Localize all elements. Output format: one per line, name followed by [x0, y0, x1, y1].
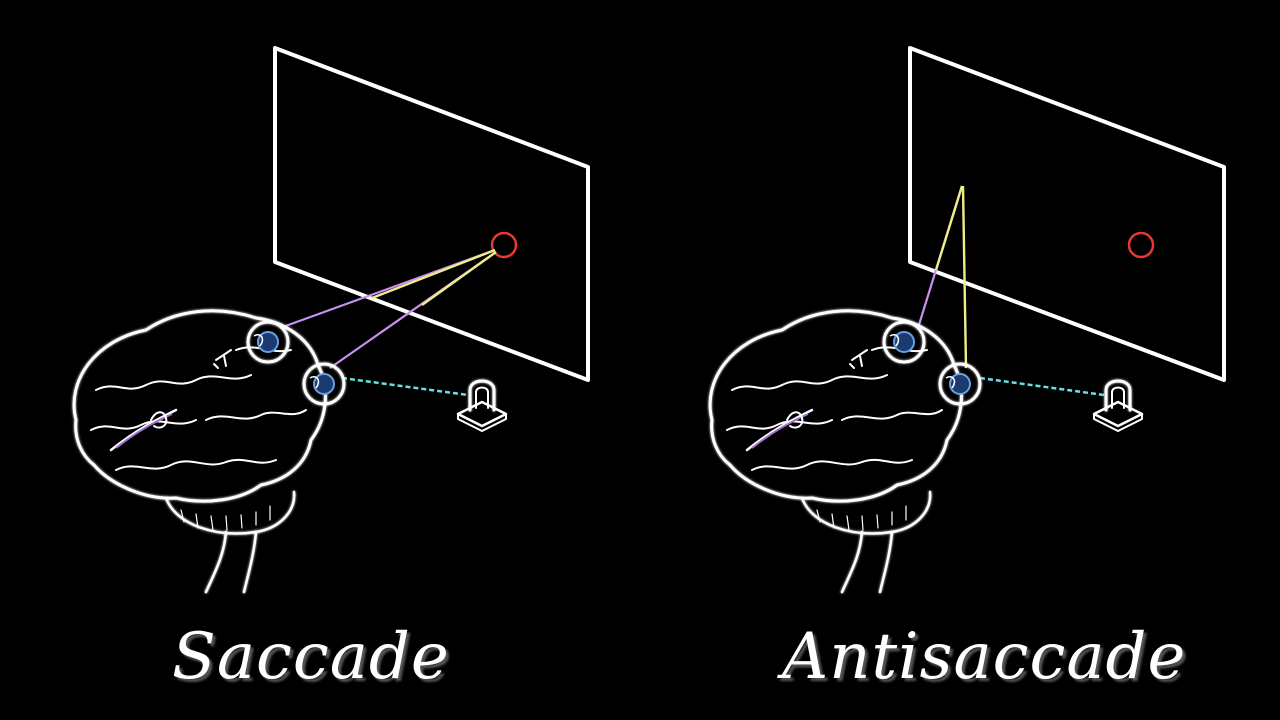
- saccade-eye-left-icon: [248, 322, 288, 362]
- antisaccade-target-icon: [1127, 231, 1155, 259]
- saccade-head-icon: [74, 311, 325, 592]
- saccade-gaze-line-yellow-b: [421, 251, 497, 306]
- antisaccade-label: Antisaccade: [782, 620, 1187, 694]
- antisaccade-gaze-line-eye2: [961, 185, 968, 369]
- saccade-tracker-beam: [341, 376, 469, 397]
- antisaccade-tracker-beam: [979, 376, 1105, 397]
- antisaccade-gaze-line-eye1-yellow: [934, 185, 964, 271]
- saccade-eye-tracker-icon: [458, 381, 506, 431]
- antisaccade-screen: [908, 46, 1226, 382]
- antisaccade-eye-tracker-icon: [1094, 381, 1142, 431]
- saccade-panel: [74, 46, 590, 592]
- antisaccade-eye-left-icon: [884, 322, 924, 362]
- saccade-gaze-line-yellow-a: [371, 248, 496, 300]
- antisaccade-head-icon: [710, 311, 961, 592]
- antisaccade-panel: [710, 46, 1226, 592]
- saccade-target-icon: [490, 231, 518, 259]
- saccade-screen: [273, 46, 590, 382]
- saccade-label: Saccade: [172, 620, 450, 694]
